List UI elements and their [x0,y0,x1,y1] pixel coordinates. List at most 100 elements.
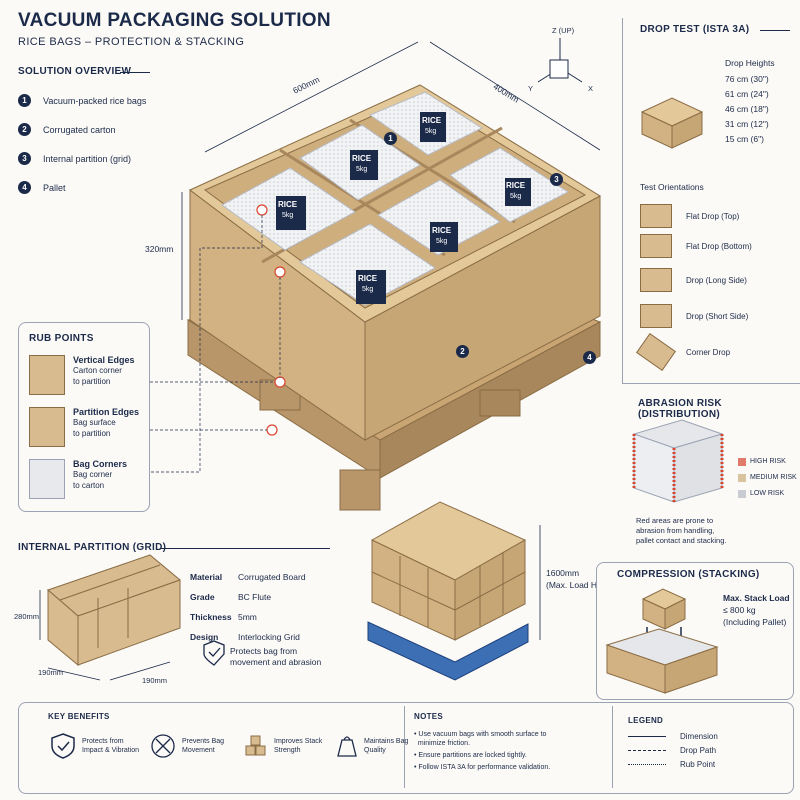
stack-height-note: (Max. Load Height) [546,580,619,590]
drop-height-row: 61 cm (24") [725,89,769,99]
benefit-line: Strength [274,747,301,754]
orientations-heading: Test Orientations [640,182,704,192]
orientation-item: Flat Drop (Bottom) [640,234,752,258]
note-item: • Ensure partitions are locked tightly. [414,752,527,759]
bag-brand: RICE [422,116,442,125]
orientation-label: Corner Drop [686,347,731,357]
compression-heading: COMPRESSION (STACKING) [617,569,760,580]
rub-point-swatch [628,764,666,765]
low-risk-label: LOW RISK [750,490,785,497]
spec-key: Material [190,572,223,582]
abrasion-note: abrasion from handling, [636,526,715,535]
medium-risk-label: MEDIUM RISK [750,474,797,481]
drop-heights-heading: Drop Heights [725,58,775,68]
corrugated-carton [189,84,602,441]
partition-edge-thumbnail [29,407,65,447]
dimension-line-swatch [628,736,666,737]
protect-text: Protects bag from [230,646,298,656]
box-icon [640,234,672,258]
note-text: Use vacuum bags with smooth surface to [418,731,547,738]
bottom-divider [404,706,405,788]
note-item: • Use vacuum bags with smooth surface to… [414,731,547,747]
crossed-arrows-icon [151,734,175,758]
bag-brand: RICE [358,274,378,283]
legend-label: Rub Point [680,760,716,769]
compression-panel: COMPRESSION (STACKING) Max. Stack Load ≤… [596,562,794,700]
benefit-line: Quality [364,747,386,754]
note-text: minimize friction. [417,740,471,747]
partition-rule [160,548,330,549]
drop-height-in: (12") [750,119,769,129]
rub-point-desc: to partition [73,429,111,438]
rub-point-title: Partition Edges [73,407,140,417]
spec-row: Thickness 5mm [190,612,257,622]
spec-key: Design [190,632,219,642]
benefit-line: Protects from [82,738,124,745]
rub-point-desc: Bag surface [73,418,116,427]
drop-height-cm: 76 cm [725,74,749,84]
axis-y-label: Y [528,84,534,93]
spec-value: BC Flute [238,592,272,602]
drop-test-rule [760,30,790,31]
bag-brand: RICE [278,200,298,209]
stacked-pallet-load [367,501,529,681]
high-risk-swatch [738,458,746,466]
note-text: Ensure partitions are locked tightly. [418,752,527,759]
drop-test-heading: DROP TEST (ISTA 3A) [640,24,750,35]
drop-height-in: (6") [750,134,764,144]
low-risk-swatch [738,490,746,498]
spec-row: Material Corrugated Board [190,572,306,582]
legend-label: Dimension [680,732,718,741]
right-divider-h [622,383,800,384]
rub-point-markers [256,204,286,436]
bag-brand: RICE [432,226,452,235]
spec-value: 5mm [238,612,257,622]
high-risk-label: HIGH RISK [750,458,786,465]
spec-value: Corrugated Board [238,572,306,582]
bag-weight: 5kg [362,286,374,293]
box-icon [640,204,672,228]
orientation-item: Drop (Long Side) [640,268,747,292]
drop-height-in: (24") [750,89,769,99]
bag-corner-thumbnail [29,459,65,499]
orientation-item: Corner Drop [636,332,731,372]
shield-icon [203,640,225,666]
drop-height-cm: 15 cm [725,134,749,144]
benefit-line: Movement [182,747,215,754]
spec-key: Grade [190,592,215,602]
compression-label: Max. Stack Load [723,593,790,603]
spec-key: Thickness [190,612,232,622]
overview-num: 4 [18,181,31,194]
abrasion-note: Red areas are prone to [636,516,714,525]
rub-point-leaders [150,215,281,473]
benefit-line: Impact & Vibration [82,747,140,754]
rub-point-desc: to carton [73,481,105,490]
overview-num: 1 [18,94,31,107]
abrasion-note: pallet contact and stacking. [636,536,727,545]
bag-weight: 5kg [425,128,437,135]
page-subtitle: RICE BAGS – PROTECTION & STACKING [18,36,245,48]
legend-item: Rub Point [628,760,715,769]
drop-height-row: 76 cm (30") [725,74,769,84]
protect-text: movement and abrasion [230,657,322,667]
stack-height-label: 1600mm [546,568,580,578]
benefit-line: Prevents Bag [182,738,225,745]
overview-rule [120,72,150,73]
drop-height-cm: 61 cm [725,89,749,99]
legend-item: Dimension [628,732,718,741]
rub-point-desc: Bag corner [73,470,113,479]
spec-row: Grade BC Flute [190,592,271,602]
callout-2: 2 [456,345,469,358]
